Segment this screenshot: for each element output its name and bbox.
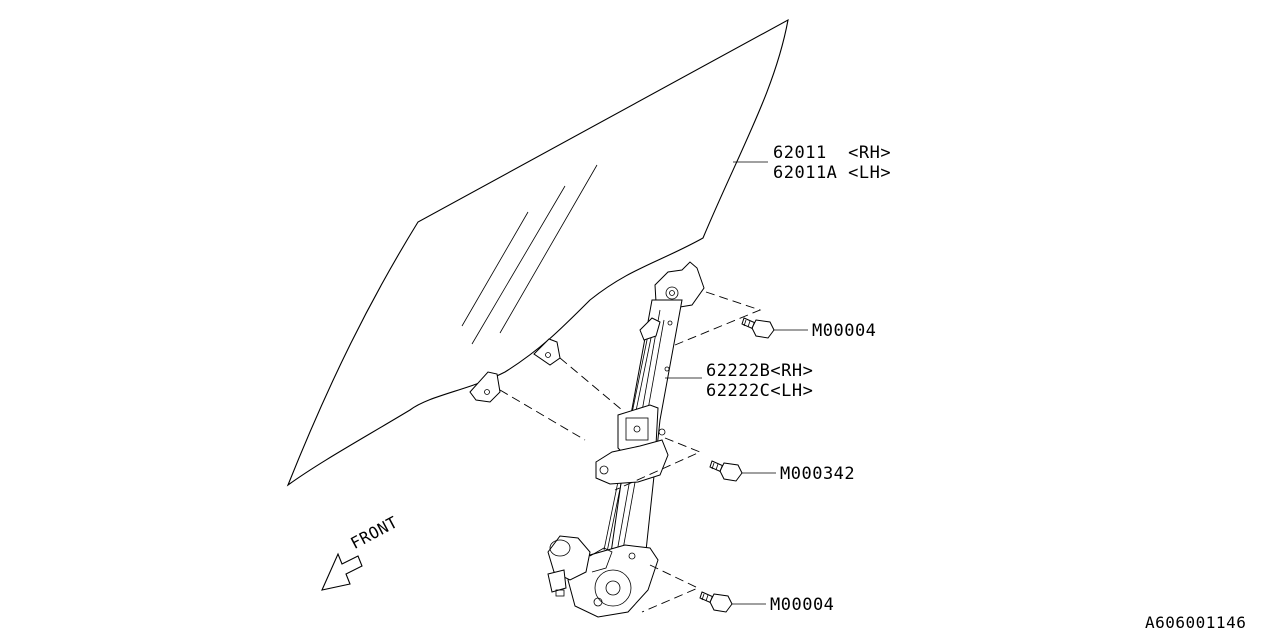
front-arrow-icon <box>321 552 363 591</box>
label-bolt-bottom: M00004 <box>770 595 835 615</box>
label-regulator-lh: 62222C<LH> <box>706 381 814 401</box>
glass-reflection-lines <box>461 164 598 345</box>
bolt-mid <box>709 460 743 482</box>
label-regulator-rh: 62222B<RH> <box>706 361 814 381</box>
bolt-top <box>741 317 775 339</box>
alignment-lines <box>499 291 762 613</box>
diagram-id: A606001146 <box>1145 613 1247 632</box>
glass-tab-left <box>469 371 501 403</box>
label-bolt-top: M00004 <box>812 321 877 341</box>
glass-tab-right <box>533 338 561 366</box>
label-glass-lh: 62011A <LH> <box>773 163 892 183</box>
door-glass <box>286 18 789 487</box>
window-regulator <box>547 261 705 618</box>
bolt-bottom <box>699 591 733 613</box>
label-bolt-mid: M000342 <box>780 464 856 484</box>
label-glass-rh: 62011 <RH> <box>773 143 892 163</box>
